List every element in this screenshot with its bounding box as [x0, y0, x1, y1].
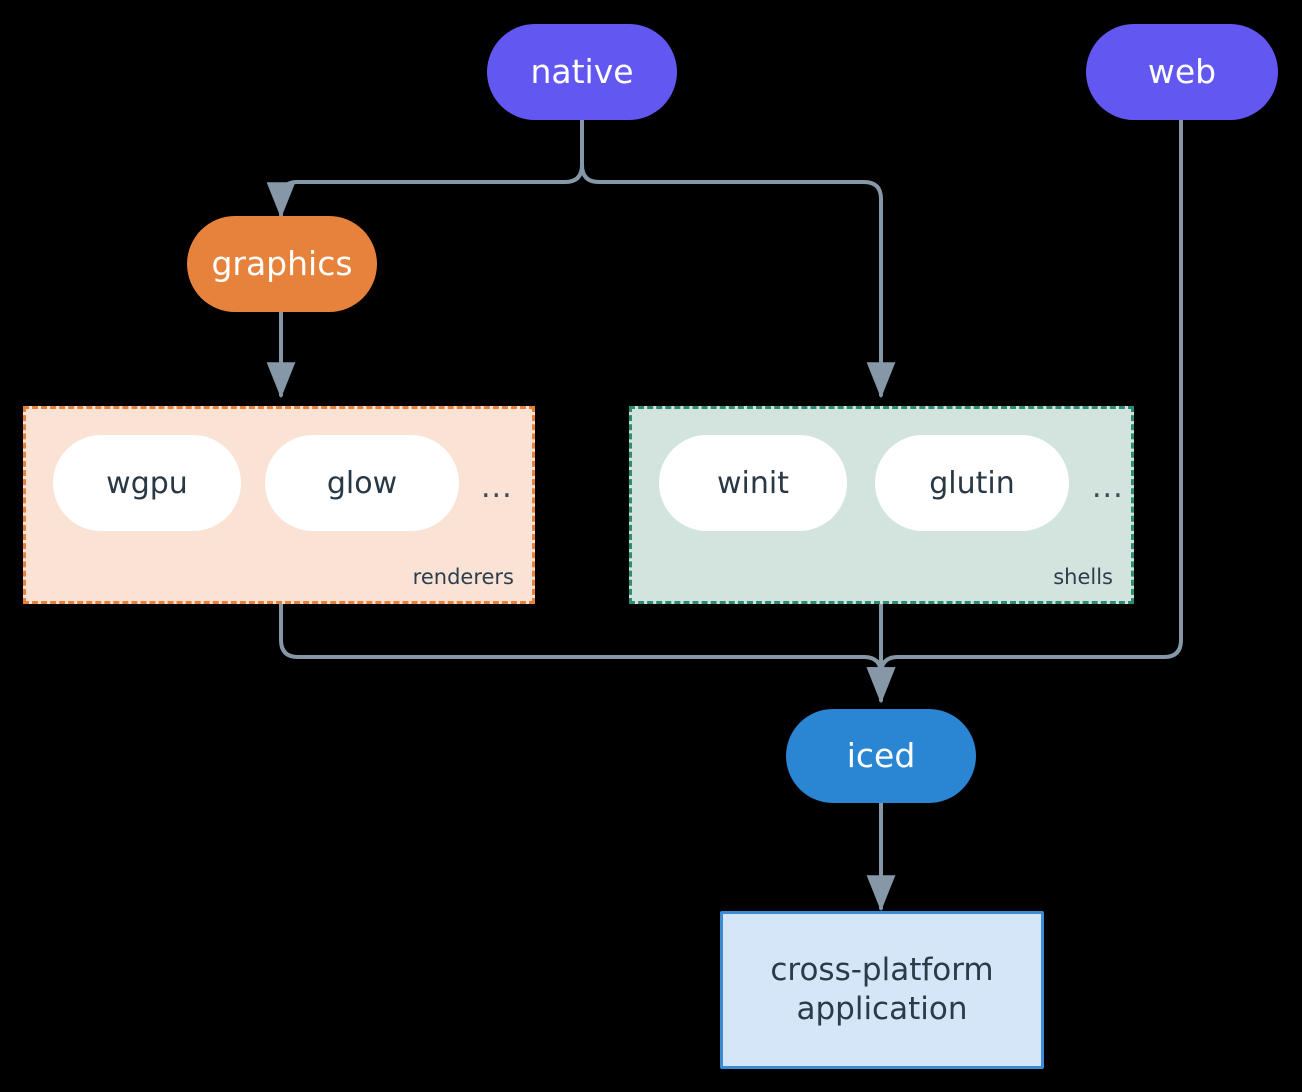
shells-overflow-ellipsis: ...: [1092, 470, 1124, 505]
node-iced-label: iced: [846, 736, 916, 776]
node-iced[interactable]: iced: [786, 709, 976, 803]
node-application-label-line1: cross-platform: [770, 952, 994, 989]
group-shells: winit glutin ... shells: [629, 406, 1134, 604]
node-application-label: cross-platform application: [770, 951, 993, 1029]
edge-native-graphics: [266, 116, 584, 219]
pill-winit[interactable]: winit: [659, 435, 847, 531]
node-web-label: web: [1147, 52, 1217, 92]
group-renderers-label: renderers: [412, 565, 514, 589]
group-renderers: wgpu glow ... renderers: [23, 406, 535, 604]
group-shells-label: shells: [1053, 565, 1113, 589]
node-web[interactable]: web: [1086, 24, 1278, 120]
pill-glow[interactable]: glow: [265, 435, 459, 531]
node-graphics[interactable]: graphics: [187, 216, 377, 312]
edge-native-shells: [580, 116, 896, 399]
node-application-label-line2: application: [796, 991, 968, 1027]
node-native[interactable]: native: [487, 24, 677, 120]
node-graphics-label: graphics: [211, 244, 353, 284]
pill-winit-label: winit: [717, 465, 789, 501]
pill-glow-label: glow: [326, 465, 398, 501]
node-application[interactable]: cross-platform application: [720, 911, 1044, 1069]
pill-glutin[interactable]: glutin: [875, 435, 1069, 531]
node-native-label: native: [530, 52, 634, 92]
pill-wgpu[interactable]: wgpu: [53, 435, 241, 531]
pill-glutin-label: glutin: [929, 465, 1015, 501]
edge-renderers-iced: [279, 602, 896, 704]
renderers-overflow-ellipsis: ...: [481, 470, 513, 505]
pill-wgpu-label: wgpu: [106, 465, 188, 501]
